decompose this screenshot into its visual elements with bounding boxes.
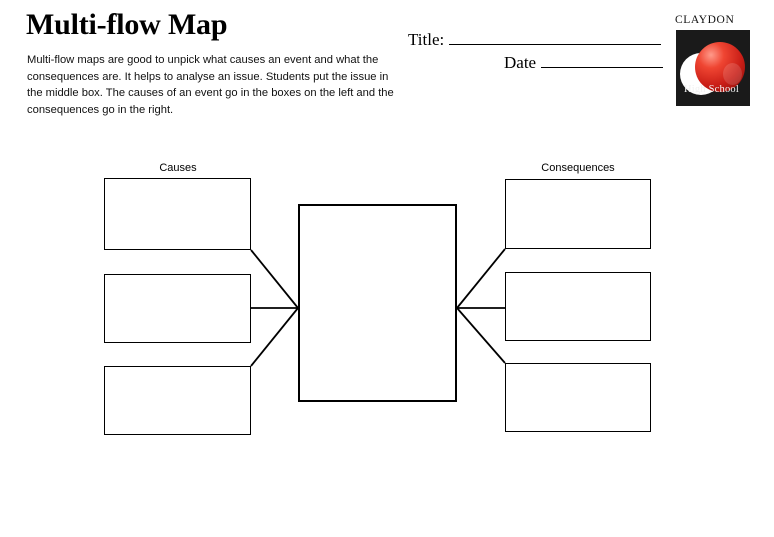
consequence-box-2[interactable]: [505, 272, 651, 341]
title-field-label: Title:: [408, 30, 445, 49]
cause-box-1[interactable]: [104, 178, 251, 250]
date-field-rule[interactable]: [541, 53, 664, 68]
logo-globe-icon: [695, 42, 745, 92]
consequences-column-label: Consequences: [541, 162, 615, 174]
consequence-box-3[interactable]: [505, 363, 651, 432]
date-field[interactable]: Date: [504, 53, 664, 73]
page-title: Multi-flow Map: [26, 8, 228, 41]
logo-school-type: High School: [684, 84, 739, 95]
cause-box-3[interactable]: [104, 366, 251, 435]
intro-paragraph: Multi-flow maps are good to unpick what …: [27, 54, 394, 116]
cause-box-2[interactable]: [104, 274, 251, 343]
title-field-rule[interactable]: [449, 30, 662, 45]
causes-column-label: Causes: [159, 162, 197, 174]
logo-plate: High School: [676, 30, 750, 106]
title-field[interactable]: Title:: [408, 30, 662, 50]
school-logo: CLAYDON High School: [672, 14, 758, 108]
consequence-box-1[interactable]: [505, 179, 651, 249]
date-field-label: Date: [504, 53, 537, 72]
logo-school-name: CLAYDON: [675, 14, 735, 26]
event-box[interactable]: [298, 204, 457, 402]
